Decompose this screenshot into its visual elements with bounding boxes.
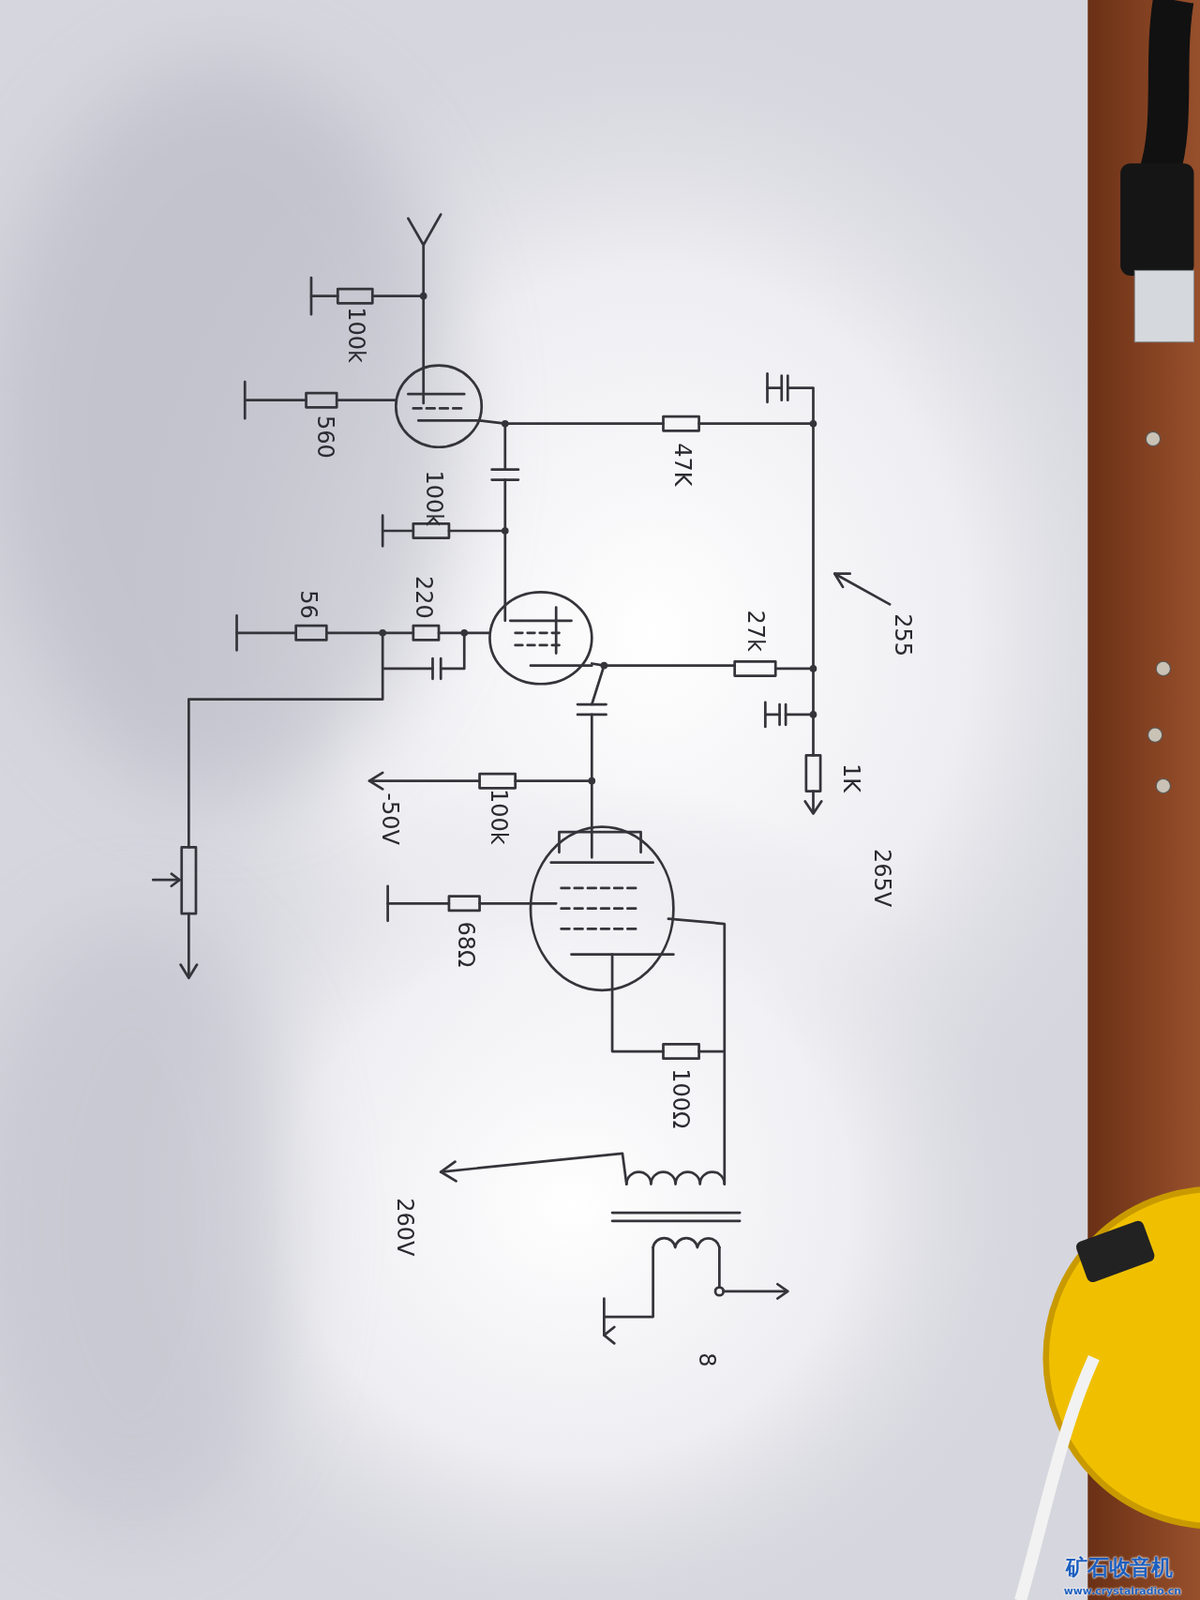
junction-dot (810, 664, 818, 673)
watermark: 矿石收音机 (1065, 1555, 1173, 1579)
yellow-object (1046, 1188, 1200, 1526)
junction-dot (460, 629, 468, 637)
junction-dot (378, 629, 387, 637)
junction-dot (420, 292, 428, 300)
screw (1147, 727, 1162, 742)
output-terminal (715, 1287, 724, 1296)
component-value: 560 (312, 415, 337, 459)
component-value: 260V (391, 1197, 417, 1256)
wires (152, 214, 890, 1318)
component-value: 56 (296, 589, 321, 618)
component-value: 1K (839, 763, 864, 793)
shadow (0, 918, 297, 1531)
component-value: 100k (342, 306, 367, 363)
capacitor-symbol (432, 375, 788, 725)
shadow (0, 60, 460, 796)
junction-dot (600, 661, 609, 670)
component-value: 8 (693, 1351, 719, 1366)
component-value: 100k (485, 788, 510, 845)
screw (1145, 431, 1160, 446)
component-value: 220 (411, 575, 436, 619)
component-value: 265V (869, 848, 894, 907)
junction-dot (501, 420, 510, 428)
component-value: 100k (420, 469, 446, 526)
component-value: 47K (669, 442, 694, 486)
arrowheads (171, 573, 851, 1344)
ground-symbol (237, 277, 768, 1335)
component-value: 100Ω (667, 1067, 692, 1128)
triode-tube (395, 365, 481, 448)
transformer-coil (626, 1171, 724, 1248)
tube-electrodes (407, 393, 674, 955)
pentode-tube (489, 591, 592, 684)
junction-dot (587, 777, 596, 785)
watermark: www.crystalradio.cn (1064, 1584, 1182, 1596)
usb-plug (1120, 163, 1194, 276)
junction-dot (501, 526, 510, 535)
component-value: 27k (742, 610, 767, 652)
junction-dot (810, 710, 818, 719)
usb-cable (1158, 0, 1173, 174)
screw (1155, 778, 1170, 793)
usb-connector (1134, 270, 1194, 342)
component-value: 68Ω (452, 921, 478, 968)
black-clip (1074, 1218, 1156, 1284)
transformer-core (612, 1212, 740, 1221)
junction-dot (810, 420, 818, 428)
component-value: -50V (376, 792, 402, 844)
screw (1155, 660, 1170, 675)
resistor-symbol (181, 288, 821, 1059)
component-value: 255 (889, 613, 915, 657)
